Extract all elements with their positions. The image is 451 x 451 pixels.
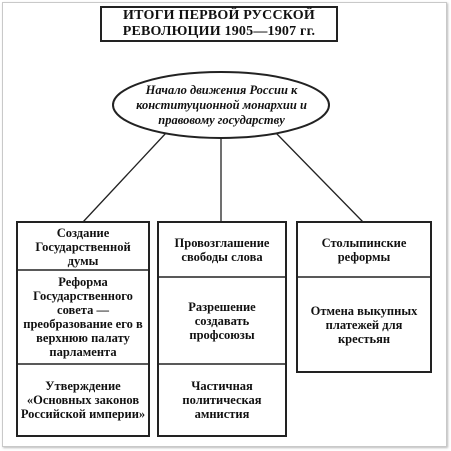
column-left-box [16,221,150,437]
figure-frame [2,2,447,447]
connector-left [82,132,167,223]
diagram-title: ИТОГИ ПЕРВОЙ РУССКОЙ РЕВОЛЮЦИИ 1905—1907… [100,6,338,42]
connector-right [275,132,364,223]
column-right-box [296,221,432,373]
right-item-2: Отмена выкупных платежей для крестьян [310,303,418,346]
middle-item-3: Частичная политическая амнистия [182,379,262,421]
middle-item-1: Провозглашение свободы слова [174,236,270,264]
left-item-3: Утверждение «Основных законов Российской… [20,379,146,421]
column-middle-box [157,221,287,437]
left-item-1: Создание Государственной думы [35,225,131,268]
middle-item-2: Разрешение создавать профсоюзы [188,299,256,342]
right-item-1: Столыпинские реформы [321,236,407,264]
left-item-2: Реформа Государственного совета — преобр… [23,275,143,359]
center-node-text: Начало движения России к конституционной… [136,82,307,127]
